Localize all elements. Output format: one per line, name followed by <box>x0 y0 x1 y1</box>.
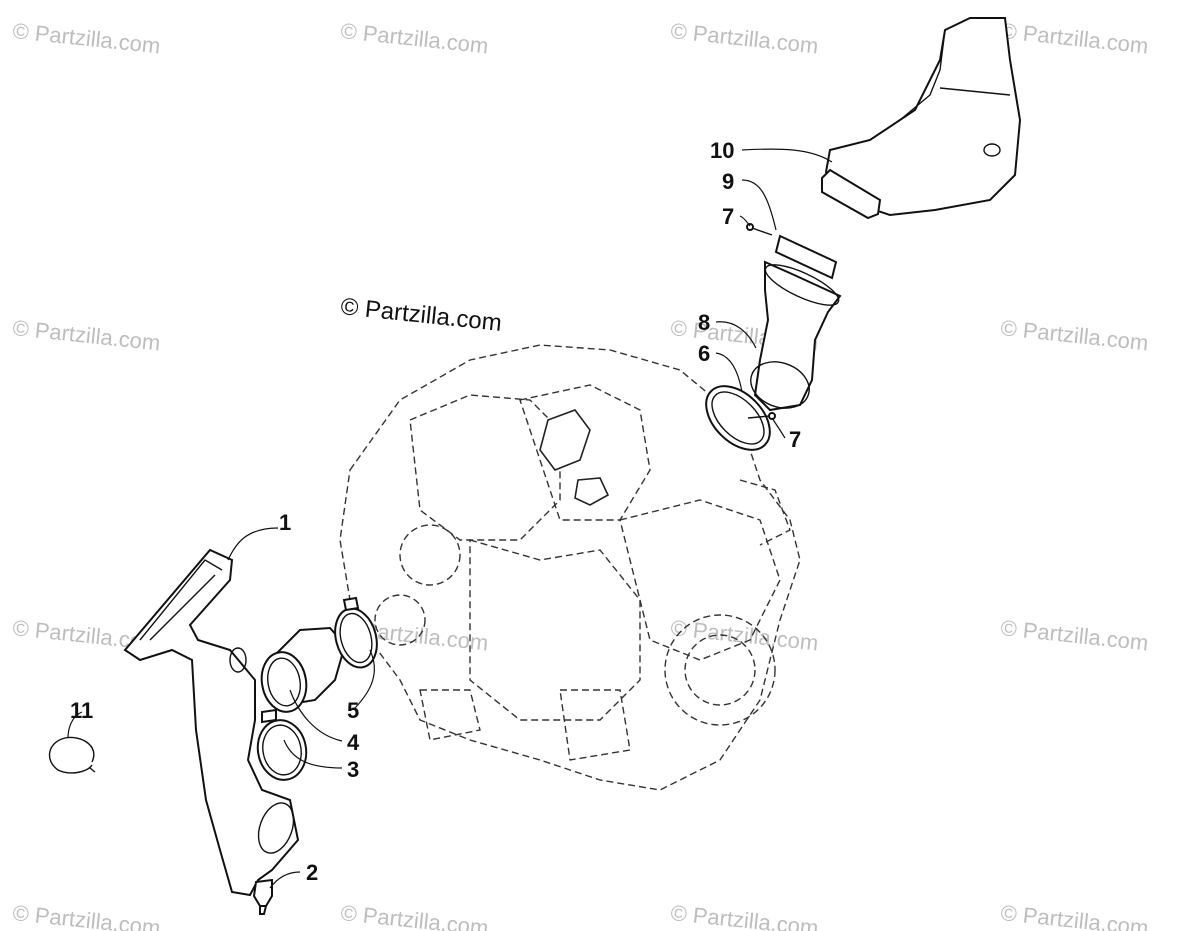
watermark: © Partzilla.com <box>11 18 161 58</box>
part-label-10: 10 <box>710 138 734 163</box>
engine-outline <box>339 344 801 791</box>
copyright-notice: © Partzilla.com <box>339 293 503 337</box>
watermark: © Partzilla.com <box>999 315 1149 355</box>
part-label-2: 2 <box>306 860 318 885</box>
leader-lines <box>67 148 833 889</box>
part-5-clamp <box>334 596 378 669</box>
watermark: © Partzilla.com <box>669 18 819 58</box>
part-9-clamp <box>774 234 838 280</box>
part-label-8: 8 <box>698 310 710 335</box>
watermark: © Partzilla.com <box>11 315 161 355</box>
part-1-intake-duct <box>123 548 300 897</box>
watermark: © Partzilla.com <box>339 18 489 58</box>
part-7-screws <box>746 223 776 420</box>
part-label-3: 3 <box>347 757 359 782</box>
part-label-6: 6 <box>698 341 710 366</box>
part-4-coupler-boot <box>260 626 347 713</box>
part-labels: 1 2 3 4 5 6 7 7 8 9 10 11 <box>70 138 801 885</box>
watermark: © Partzilla.com <box>999 18 1149 58</box>
watermark: © Partzilla.com <box>669 615 819 655</box>
part-label-7: 7 <box>722 204 734 229</box>
part-11-retaining-ring <box>48 736 96 774</box>
watermark: © Partzilla.com <box>669 900 819 931</box>
part-label-7: 7 <box>789 427 801 452</box>
watermark: © Partzilla.com <box>11 900 161 931</box>
part-3-clamp <box>256 708 308 781</box>
part-10-intake-scoop <box>821 17 1022 220</box>
part-2-drain-valve <box>252 878 273 915</box>
part-label-1: 1 <box>279 510 291 535</box>
part-label-11: 11 <box>70 698 93 723</box>
watermark: © Partzilla.com <box>339 900 489 931</box>
part-6-clamp <box>705 385 771 451</box>
watermark: © Partzilla.com <box>999 615 1149 655</box>
part-8-hose <box>750 260 842 412</box>
part-label-5: 5 <box>347 698 359 723</box>
watermark: © Partzilla.com <box>999 900 1149 931</box>
part-label-4: 4 <box>347 730 360 755</box>
part-label-9: 9 <box>722 169 734 194</box>
